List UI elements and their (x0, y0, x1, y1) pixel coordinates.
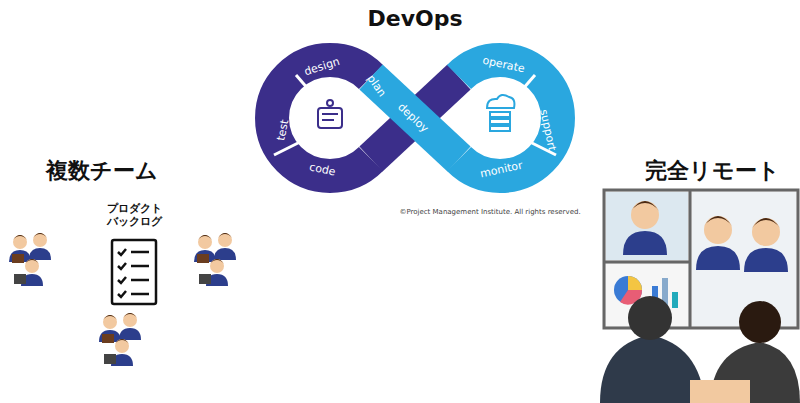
copyright: ©Project Management Institute. All right… (399, 208, 580, 216)
team-icon (99, 313, 141, 366)
section-heading: 複数チーム (46, 158, 158, 183)
dev-icon-ground (303, 91, 357, 145)
section-heading: 完全リモート (645, 158, 780, 183)
title: DevOps (367, 6, 462, 31)
right-lobe (459, 60, 558, 176)
ops-icon (487, 95, 514, 131)
team-icon (9, 233, 51, 286)
remote-meeting (600, 190, 800, 403)
ops-icon-ground (473, 91, 527, 145)
dev-icon (318, 100, 342, 128)
backlog-label: プロダクト バックログ (101, 203, 167, 228)
team-icon (194, 233, 236, 286)
left-lobe (272, 60, 371, 176)
devops-loop (272, 60, 558, 176)
segment-gaps (274, 75, 556, 155)
backlog-checklist (112, 240, 156, 304)
